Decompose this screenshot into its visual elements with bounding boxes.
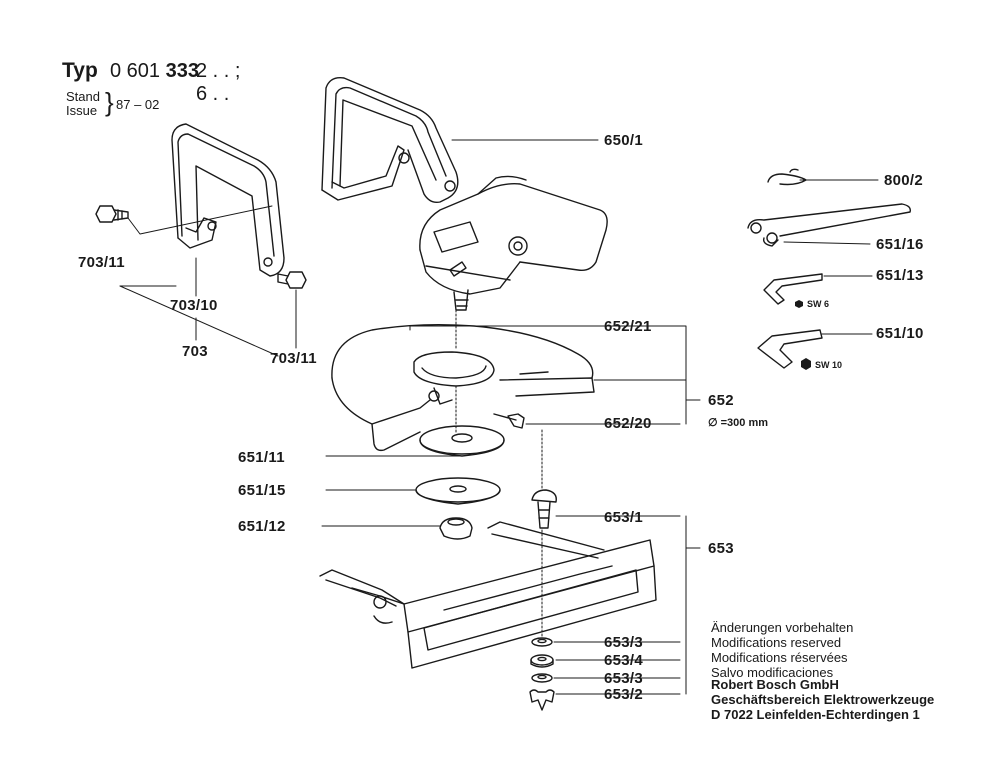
hex-key-small <box>763 273 823 305</box>
handle-small <box>171 123 285 277</box>
note-en: Modifications reserved <box>711 635 842 650</box>
model-suffix-2: 6 . . <box>196 83 230 105</box>
company-division: Geschäftsbereich Elektrowerkzeuge <box>711 692 935 707</box>
callout-651-13: 651/13 <box>876 267 924 284</box>
model-main: 333 <box>165 60 199 82</box>
stand-label-en: Issue <box>66 103 98 118</box>
callout-653-3-top: 653/3 <box>604 634 644 651</box>
callout-651-10: 651/10 <box>876 325 924 342</box>
modification-notes: Änderungen vorbehalten Modifications res… <box>711 620 853 680</box>
retaining-clip <box>767 168 807 186</box>
grinder-body <box>419 175 608 311</box>
callout-653-2: 653/2 <box>604 686 644 703</box>
bolt-right <box>277 271 307 289</box>
callout-651-16: 651/16 <box>876 236 924 253</box>
label-sw10: SW 10 <box>815 360 843 370</box>
model-number: 0 601 333 <box>110 60 199 83</box>
leader-lines <box>119 139 879 695</box>
callout-703-10: 703/10 <box>170 297 218 314</box>
note-de: Änderungen vorbehalten <box>711 620 854 635</box>
wing-nut <box>529 689 555 711</box>
callout-653-1: 653/1 <box>604 509 644 526</box>
bolt-left <box>95 205 129 223</box>
guard-diameter: ∅ =300 mm <box>708 417 769 429</box>
pin-spanner <box>747 203 912 247</box>
flange-outer <box>415 477 501 505</box>
company-address: Robert Bosch GmbH Geschäftsbereich Elekt… <box>711 677 934 722</box>
flange-inner <box>419 425 505 457</box>
callout-650-1: 650/1 <box>604 132 644 149</box>
stand-value: 87 – 02 <box>116 97 160 112</box>
note-fr: Modifications réservées <box>711 650 848 665</box>
company-name: Robert Bosch GmbH <box>711 677 839 692</box>
stand-label-de: Stand <box>66 89 100 104</box>
callout-800-2: 800/2 <box>884 172 924 189</box>
spring-washer <box>530 654 554 668</box>
callout-652: 652 <box>708 392 734 409</box>
washer-top <box>531 637 553 647</box>
callout-652-21: 652/21 <box>604 318 652 335</box>
washer-bottom <box>531 673 553 683</box>
label-sw6: SW 6 <box>807 299 830 309</box>
handle-large <box>321 77 459 204</box>
callout-703-11-right: 703/11 <box>270 350 317 367</box>
brace-glyph: } <box>105 87 114 117</box>
model-suffix-1: 2 . . ; <box>196 60 241 82</box>
guard-screw <box>493 413 525 429</box>
model-prefix: 0 601 <box>110 60 161 82</box>
type-label: Typ <box>62 59 98 82</box>
callout-653-4: 653/4 <box>604 652 644 669</box>
company-city: D 7022 Leinfelden-Echterdingen 1 <box>711 707 920 722</box>
hex-sw6-icon <box>795 300 803 308</box>
stand-label: Stand Issue <box>66 90 100 118</box>
hex-key-large <box>757 329 823 369</box>
wheel-guard <box>331 323 595 452</box>
callout-703: 703 <box>182 343 208 360</box>
carriage-pin <box>531 489 557 529</box>
cutting-carriage <box>319 521 657 669</box>
callout-651-12: 651/12 <box>238 518 286 535</box>
callout-653: 653 <box>708 540 734 557</box>
callout-651-15: 651/15 <box>238 482 286 499</box>
note-es: Salvo modificaciones <box>711 665 834 680</box>
clamp-nut <box>439 517 473 540</box>
hex-sw10-icon <box>801 358 811 370</box>
callout-652-20: 652/20 <box>604 415 652 432</box>
callout-703-11-left: 703/11 <box>78 254 125 271</box>
callout-651-11: 651/11 <box>238 449 285 466</box>
callout-653-3-bottom: 653/3 <box>604 670 644 687</box>
